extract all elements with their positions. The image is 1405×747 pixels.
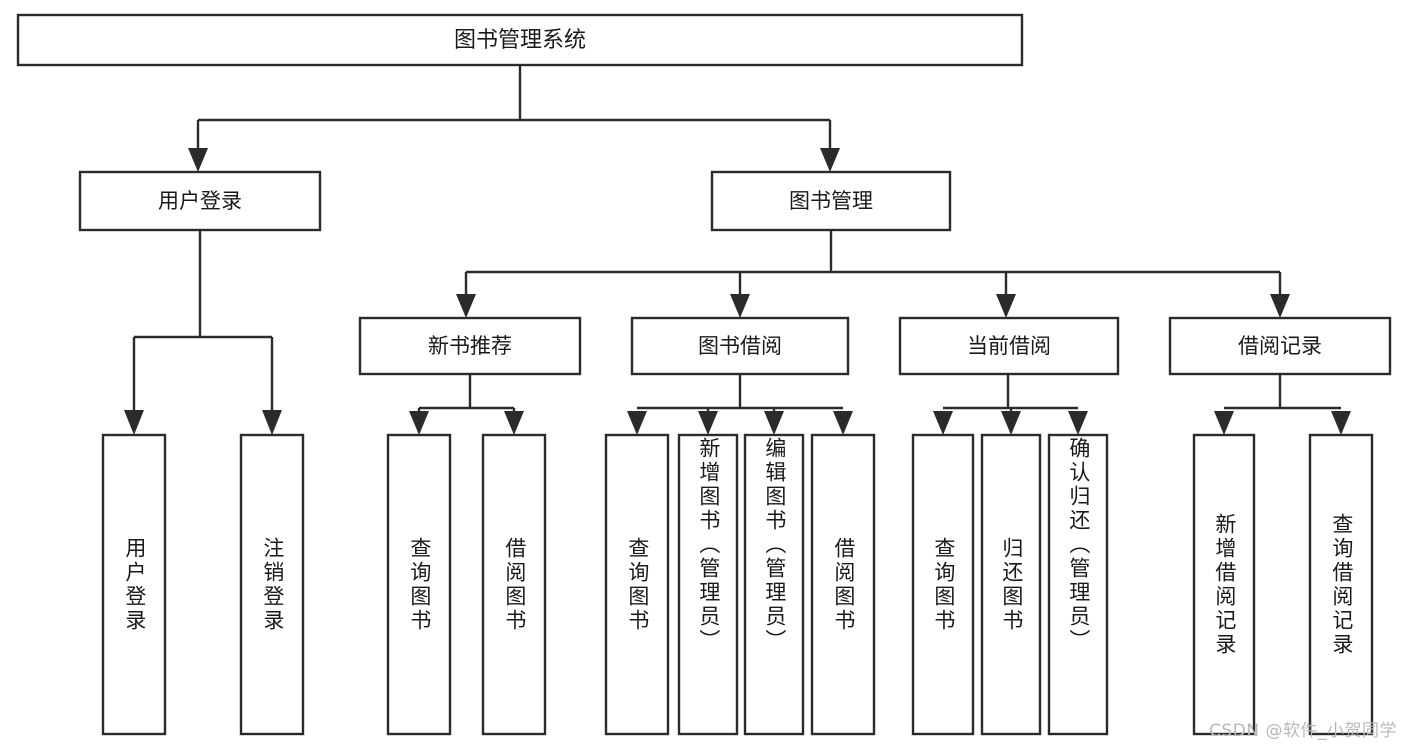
node-user-login[interactable]: 用户登录 — [78, 170, 322, 232]
current-borrow-label: 当前借阅 — [967, 334, 1051, 358]
connectors-borrow-record-to-leaves — [1214, 374, 1351, 435]
book-borrow-box[interactable] — [630, 316, 850, 376]
leaf-box-query-borrow-record[interactable] — [1308, 433, 1374, 736]
new-book-recommend-label: 新书推荐 — [428, 334, 512, 358]
borrow-record-box[interactable] — [1168, 316, 1392, 376]
leaf-box-confirm-return[interactable] — [1047, 433, 1109, 736]
arrow-bb-to-query-book — [627, 411, 647, 435]
user-login-box[interactable] — [78, 170, 322, 232]
leaf-boxes — [101, 433, 1374, 736]
book-manage-label: 图书管理 — [789, 189, 873, 213]
leaf-box-borrow-book[interactable] — [810, 433, 876, 736]
node-book-manage[interactable]: 图书管理 — [710, 170, 952, 232]
connectors-book-manage-to-level3 — [456, 230, 1290, 318]
node-new-book-recommend[interactable]: 新书推荐 — [358, 316, 582, 376]
leaf-box-edit-book[interactable] — [743, 433, 805, 736]
current-borrow-box[interactable] — [898, 316, 1120, 376]
csdn-watermark: CSDN @软件_小贺同学 — [1209, 721, 1397, 741]
node-borrow-record[interactable]: 借阅记录 — [1168, 316, 1392, 376]
arrow-cb-to-confirm-return — [1068, 411, 1088, 435]
arrow-bb-to-borrow-book — [833, 411, 853, 435]
leaf-box-query-book-borrow[interactable] — [604, 433, 670, 736]
arrow-bb-to-add-book — [698, 411, 718, 435]
arrow-root-to-user-login — [188, 148, 208, 172]
arrow-br-to-add-record — [1214, 411, 1234, 435]
root-box[interactable] — [16, 13, 1024, 67]
connectors-user-login-to-leaves — [124, 230, 282, 435]
arrow-cb-to-query-book — [933, 411, 953, 435]
connectors-root-to-level2 — [188, 65, 840, 172]
arrow-br-to-query-record — [1331, 411, 1351, 435]
connectors-current-borrow-to-leaves — [933, 374, 1088, 435]
node-book-borrow[interactable]: 图书借阅 — [630, 316, 850, 376]
arrow-nb-to-query-book — [409, 411, 429, 435]
leaf-box-query-book-current[interactable] — [911, 433, 975, 736]
leaf-box-query-book-new[interactable] — [386, 433, 452, 736]
arrow-bm-to-new-book — [456, 294, 476, 318]
book-manage-box[interactable] — [710, 170, 952, 232]
arrow-user-login-left — [124, 410, 144, 435]
arrow-user-login-right — [262, 410, 282, 435]
borrow-record-label: 借阅记录 — [1238, 334, 1322, 358]
root-label: 图书管理系统 — [454, 28, 586, 53]
leaf-box-add-borrow-record[interactable] — [1192, 433, 1256, 736]
connectors-book-borrow-to-leaves — [627, 374, 853, 435]
node-root[interactable]: 图书管理系统 — [16, 13, 1024, 67]
arrow-root-to-book-manage — [820, 148, 840, 172]
arrow-cb-to-return-book — [1001, 411, 1021, 435]
arrow-bm-to-borrow-record — [1270, 294, 1290, 318]
node-current-borrow[interactable]: 当前借阅 — [898, 316, 1120, 376]
user-login-label: 用户登录 — [158, 189, 242, 213]
arrow-bb-to-edit-book — [764, 411, 784, 435]
leaf-box-add-book[interactable] — [677, 433, 739, 736]
leaf-box-borrow-book-new[interactable] — [481, 433, 547, 736]
arrow-bm-to-book-borrow — [730, 294, 750, 318]
arrow-bm-to-current-borrow — [996, 294, 1016, 318]
leaf-box-logout[interactable] — [239, 433, 305, 736]
connectors-new-book-to-leaves — [409, 374, 524, 435]
leaf-box-return-book[interactable] — [980, 433, 1042, 736]
arrow-nb-to-borrow-book — [504, 411, 524, 435]
leaf-box-user-login[interactable] — [101, 433, 167, 736]
new-book-recommend-box[interactable] — [358, 316, 582, 376]
book-borrow-label: 图书借阅 — [698, 334, 782, 358]
